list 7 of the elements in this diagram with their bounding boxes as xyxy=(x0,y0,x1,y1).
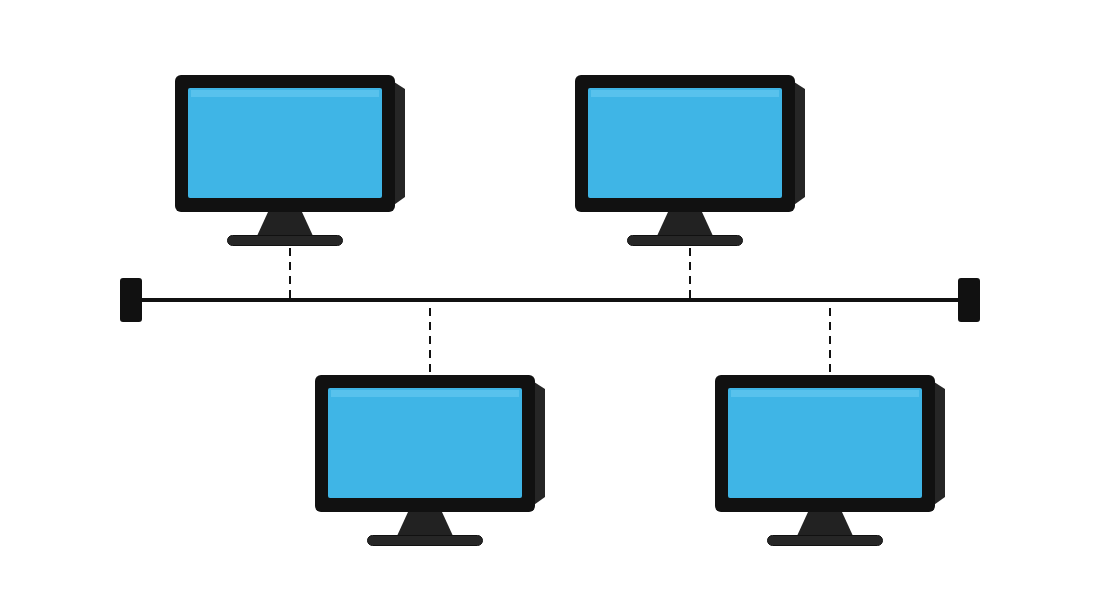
connection-line xyxy=(689,247,691,299)
computer-monitor xyxy=(315,375,545,547)
computer-monitor xyxy=(575,75,805,247)
bus-cable xyxy=(120,278,980,322)
connection-line xyxy=(289,247,291,299)
computer-monitor xyxy=(175,75,405,247)
computer-monitor xyxy=(715,375,945,547)
